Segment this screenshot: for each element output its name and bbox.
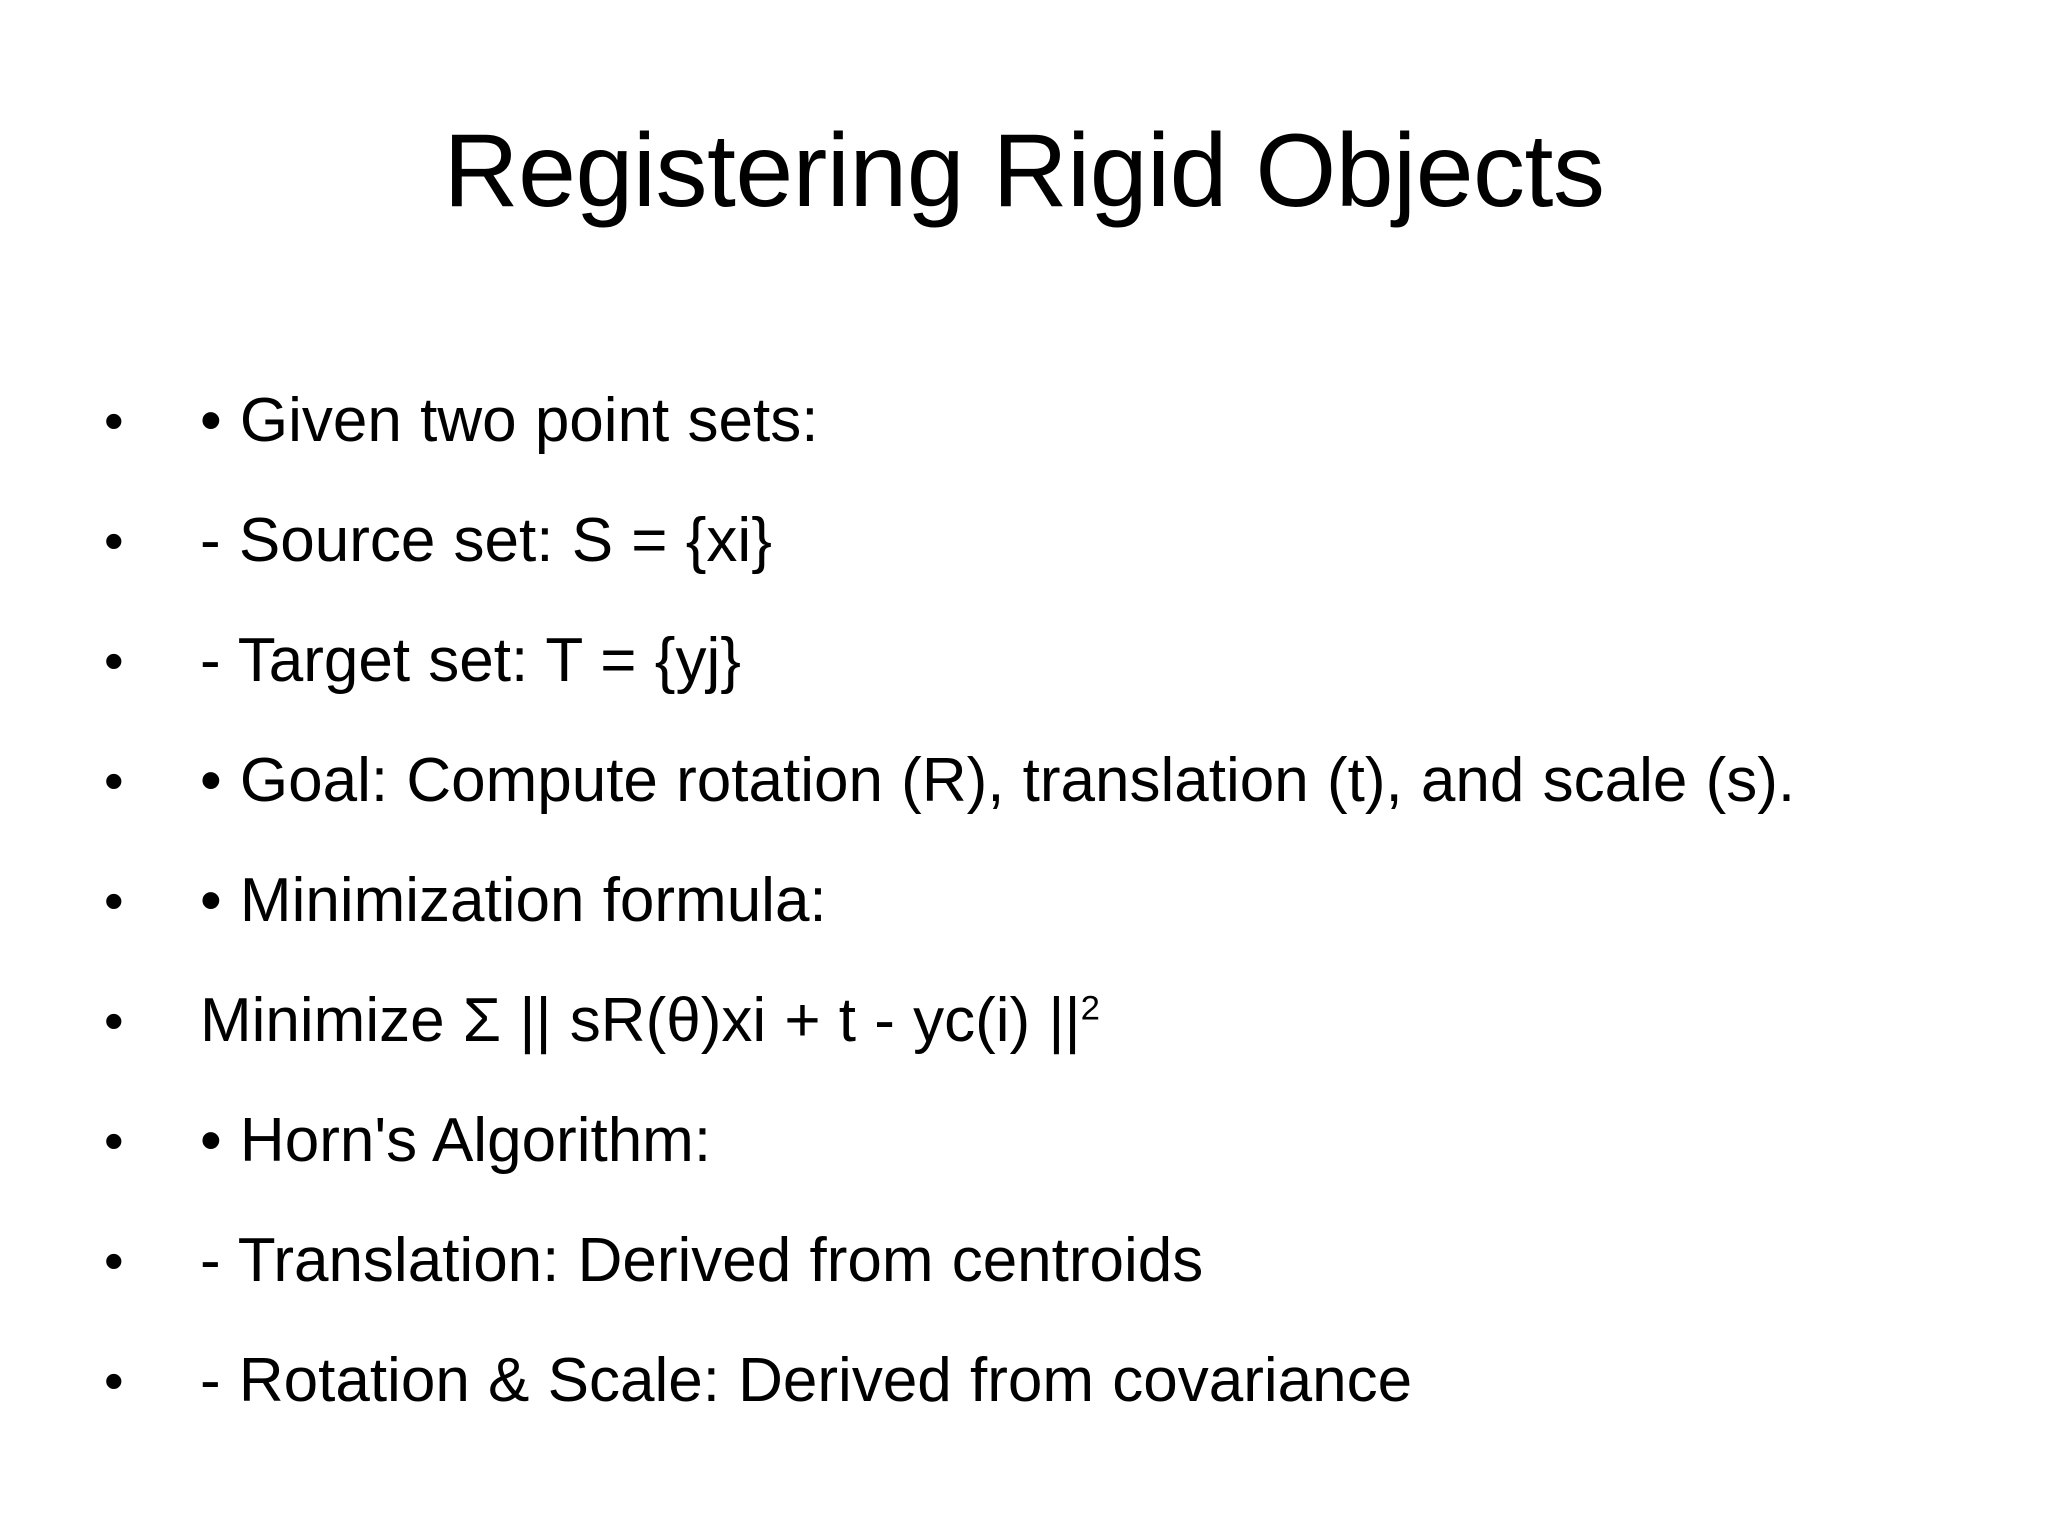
bullet-point-icon: • [104,869,124,932]
list-item: • - Rotation & Scale: Derived from covar… [96,1332,1996,1430]
bullet-point-icon: • [104,1109,124,1172]
formula-base: Minimize Σ || sR(θ)xi + t - yc(i) || [200,986,1081,1055]
list-item-text: • Goal: Compute rotation (R), translatio… [200,746,1796,815]
list-item: • - Source set: S = {xi} [96,492,1996,590]
bullet-point-icon: • [104,629,124,692]
bullet-point-icon: • [104,989,124,1052]
slide-bullet-list: • • Given two point sets: • - Source set… [96,372,1996,1430]
bullet-point-icon: • [104,1229,124,1292]
list-item-text: - Rotation & Scale: Derived from covaria… [200,1346,1413,1415]
list-item: • - Translation: Derived from centroids [96,1212,1996,1310]
bullet-point-icon: • [104,509,124,572]
list-item-text: - Translation: Derived from centroids [200,1226,1204,1295]
bullet-point-icon: • [104,389,124,452]
bullet-point-icon: • [104,1349,124,1412]
list-item: • • Given two point sets: [96,372,1996,470]
list-item: • • Horn's Algorithm: [96,1092,1996,1190]
list-item-text: • Minimization formula: [200,866,827,935]
list-item: • - Target set: T = {yj} [96,612,1996,710]
list-item-text-formula: Minimize Σ || sR(θ)xi + t - yc(i) ||2 [200,972,1996,1070]
list-item-text: - Target set: T = {yj} [200,626,741,695]
list-item-text: - Source set: S = {xi} [200,506,772,575]
list-item-text: • Horn's Algorithm: [200,1106,712,1175]
list-item-text: • Given two point sets: [200,386,819,455]
list-item: • Minimize Σ || sR(θ)xi + t - yc(i) ||2 [96,972,1996,1070]
page-title: Registering Rigid Objects [443,113,1605,229]
list-item: • • Minimization formula: [96,852,1996,950]
formula-exponent: 2 [1080,989,1100,1028]
list-item: • • Goal: Compute rotation (R), translat… [96,732,1996,830]
bullet-point-icon: • [104,749,124,812]
